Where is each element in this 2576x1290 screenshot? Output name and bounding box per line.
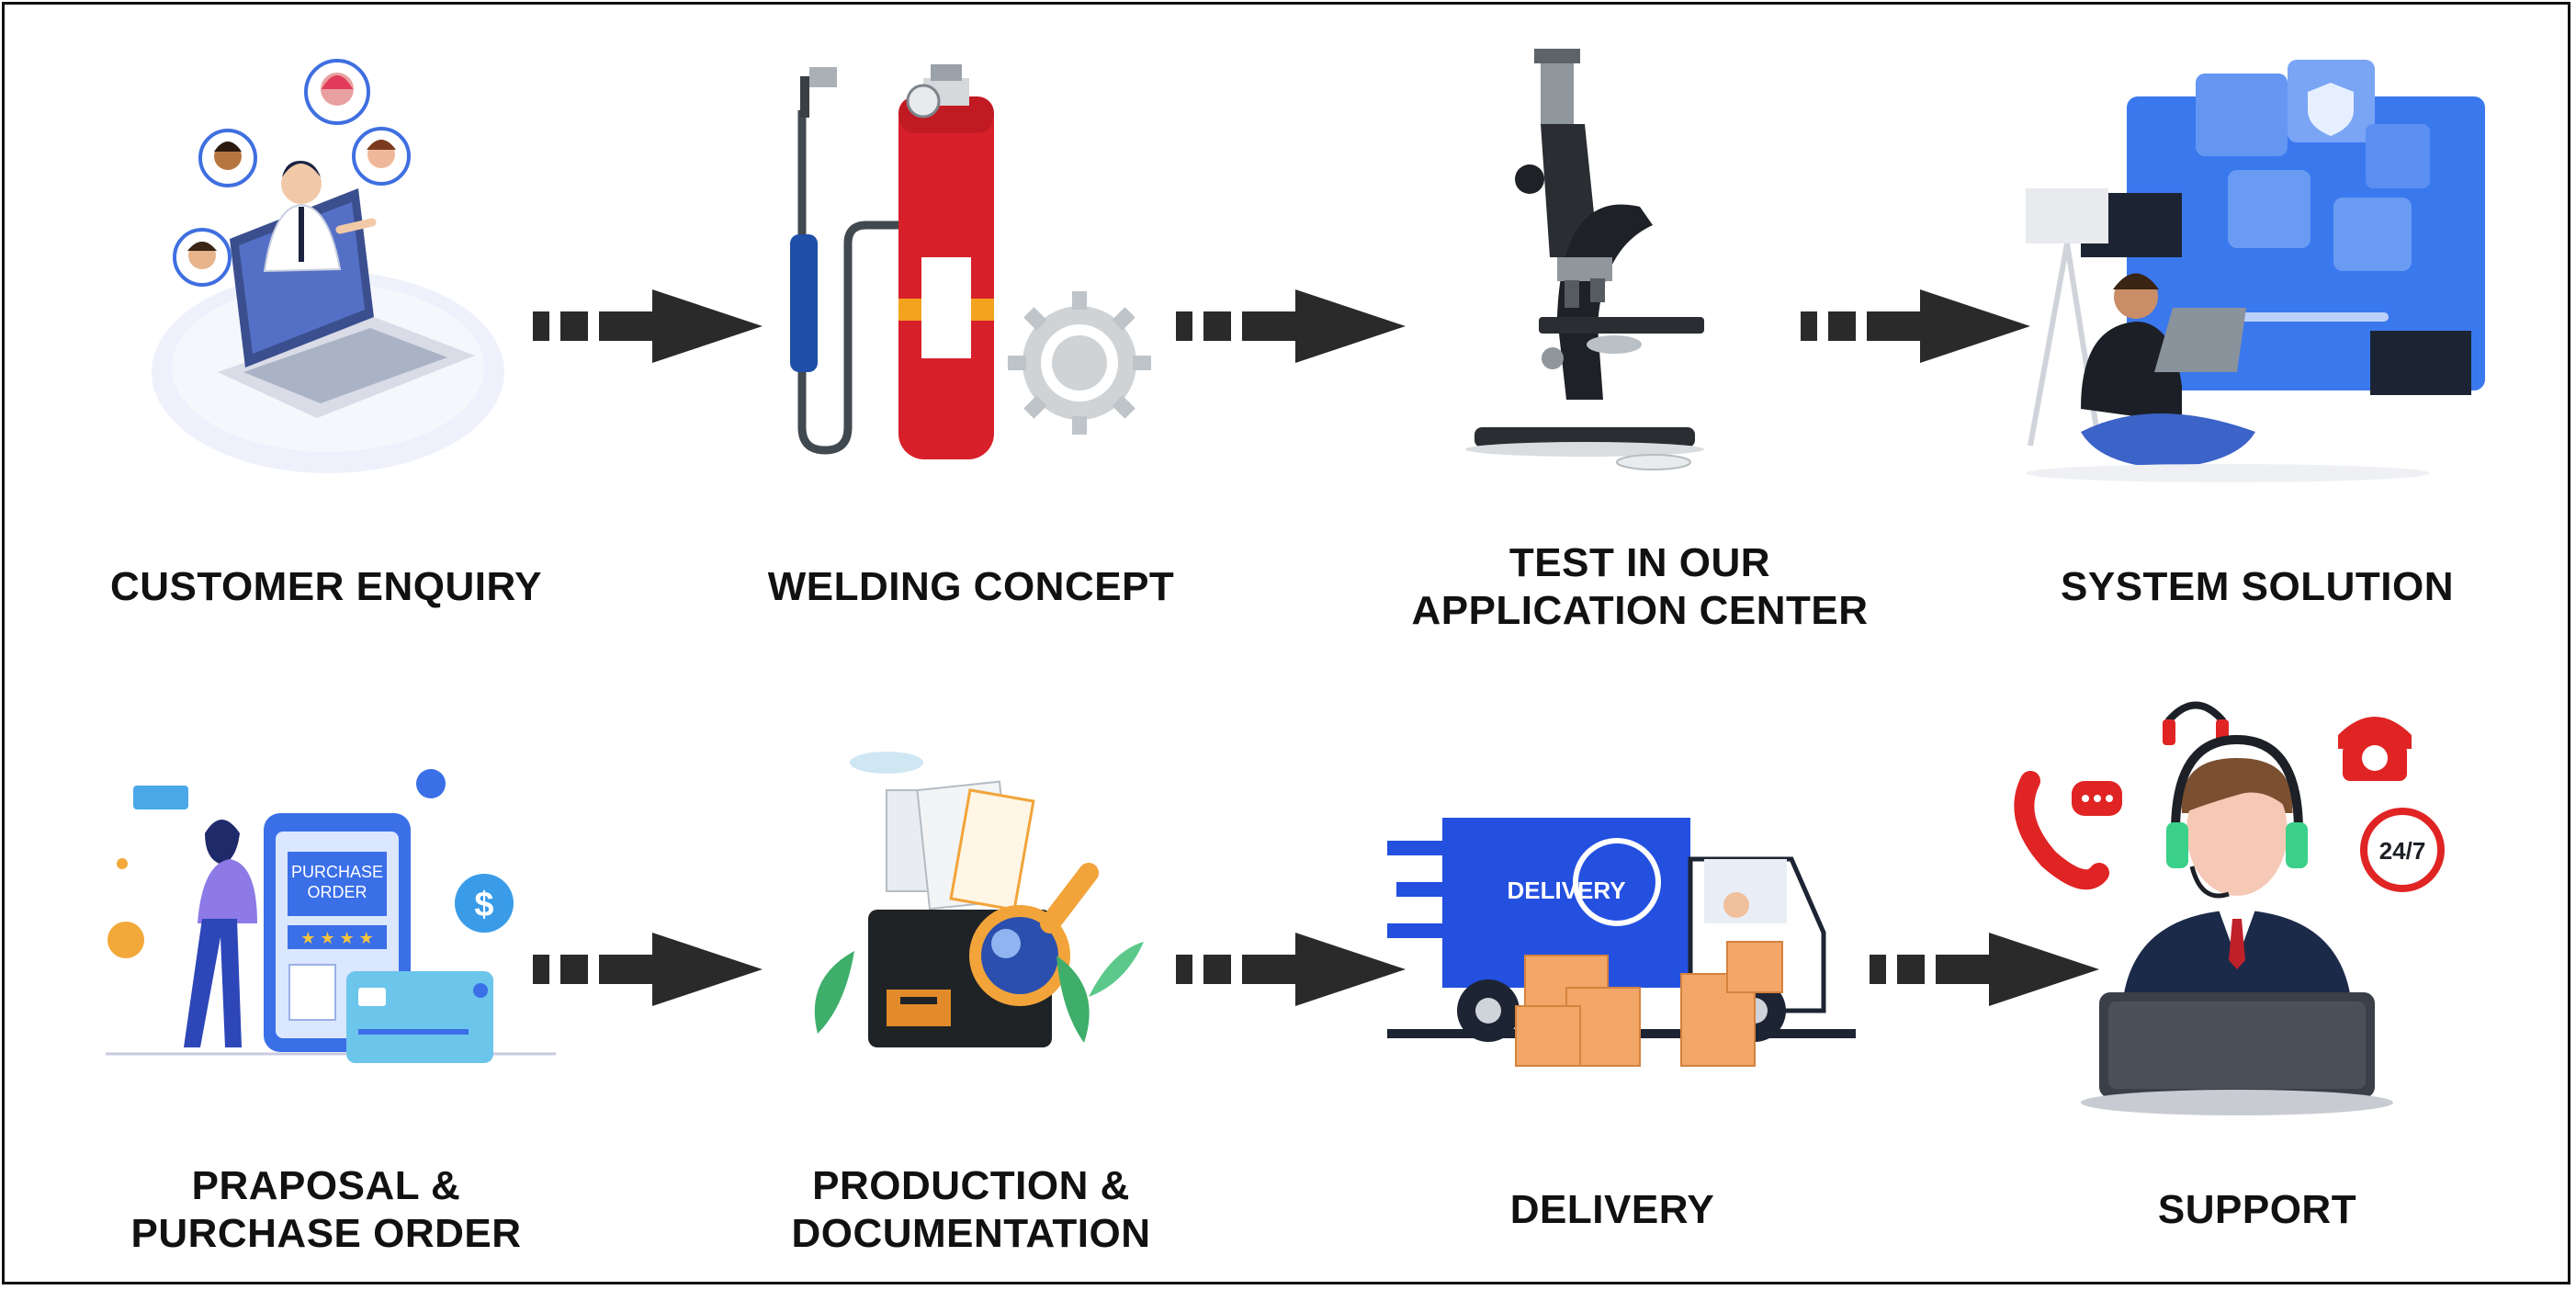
purchase-order-illustration: PURCHASE ORDER ★ ★ ★ ★ $	[106, 767, 556, 1070]
flow-arrow-5	[1176, 933, 1406, 1006]
svg-text:★ ★ ★ ★: ★ ★ ★ ★	[300, 929, 374, 947]
support-agent-illustration: 24/7	[2012, 685, 2490, 1116]
flow-arrow-3	[1801, 289, 2030, 363]
flow-arrow-6	[1870, 933, 2099, 1006]
step-label-welding-concept: WELDING CONCEPT	[767, 564, 1175, 609]
customer-enquiry-illustration	[133, 41, 519, 482]
dollar-icon: $	[474, 886, 493, 924]
step-label-production-documentation: PRODUCTION & DOCUMENTATION	[791, 1163, 1151, 1256]
step-label-proposal-purchase-order: PRAPOSAL & PURCHASE ORDER	[130, 1163, 522, 1256]
flow-arrow-2	[1176, 289, 1406, 363]
flow-arrow-4	[533, 933, 763, 1006]
system-dashboard-illustration	[2007, 60, 2503, 492]
flow-arrow-1	[533, 289, 763, 363]
step-label-system-solution: SYSTEM SOLUTION	[2061, 564, 2454, 609]
step-label-delivery: DELIVERY	[1509, 1187, 1715, 1232]
step-label-test-application-center: TEST IN OUR APPLICATION CENTER	[1411, 540, 1869, 633]
microscope-illustration	[1456, 41, 1750, 482]
purchase-order-line-1: PURCHASE	[291, 863, 383, 881]
truck-delivery-text: DELIVERY	[1507, 877, 1625, 904]
step-label-support: SUPPORT	[2157, 1187, 2357, 1232]
documents-illustration	[785, 749, 1153, 1061]
delivery-truck-illustration: DELIVERY	[1387, 804, 1865, 1080]
welding-torch-illustration	[767, 60, 1190, 464]
step-label-customer-enquiry: CUSTOMER ENQUIRY	[109, 564, 543, 609]
purchase-order-line-2: ORDER	[307, 883, 367, 901]
24-7-text: 24/7	[2379, 837, 2426, 865]
